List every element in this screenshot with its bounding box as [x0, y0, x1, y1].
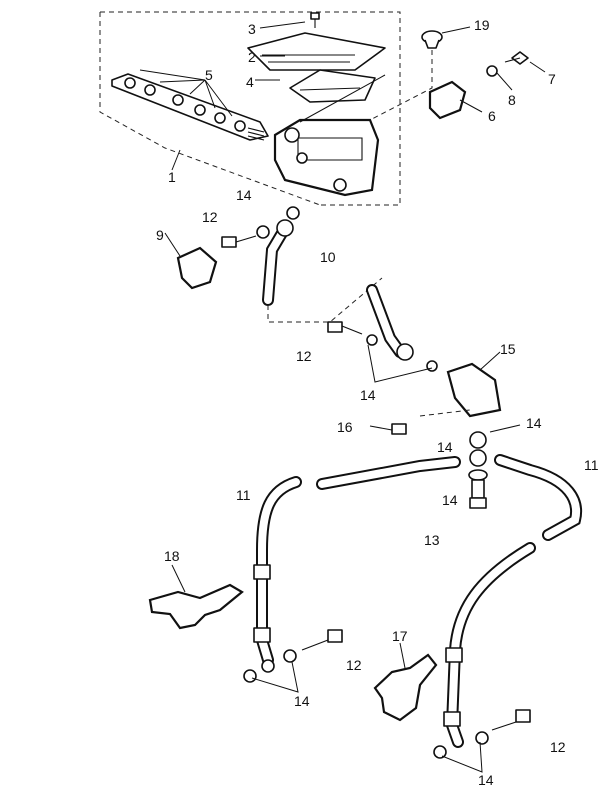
master-cylinder-assembly-box [99, 11, 401, 206]
callout-12a: 12 [202, 209, 218, 225]
callout-4: 4 [246, 74, 254, 90]
part-8-washer [486, 65, 498, 77]
part-17-bracket [373, 653, 438, 722]
callout-18: 18 [164, 548, 180, 564]
callout-14e: 14 [442, 492, 458, 508]
callout-13: 13 [424, 532, 440, 548]
part-5-piston-kit [111, 69, 269, 141]
part-10-upper-hose [256, 206, 300, 306]
callout-14g: 14 [478, 772, 494, 788]
part-12-bolt-middle [327, 321, 378, 346]
callout-2: 2 [248, 49, 256, 65]
callout-5: 5 [205, 67, 213, 83]
part-15-joint [446, 362, 502, 418]
callout-14a: 14 [236, 187, 252, 203]
callout-1: 1 [168, 169, 176, 185]
callout-11a: 11 [236, 487, 251, 503]
callout-6: 6 [488, 108, 496, 124]
callout-19: 19 [474, 17, 490, 33]
callout-12d: 12 [550, 739, 566, 755]
master-cylinder-body [273, 118, 380, 197]
part-12-bolt-upper [221, 235, 257, 248]
part-11-brake-hose-right [443, 454, 582, 748]
part-16-bolt [369, 423, 407, 435]
callout-14c: 14 [526, 415, 542, 431]
callout-9: 9 [156, 227, 164, 243]
brake-union [468, 431, 488, 509]
part-6-holder [428, 80, 467, 120]
part-11-brake-hose-left [253, 456, 461, 673]
callout-12c: 12 [346, 657, 362, 673]
callout-16: 16 [337, 419, 353, 435]
leader-1 [171, 149, 181, 171]
callout-10: 10 [320, 249, 336, 265]
part-18-bracket [148, 583, 244, 630]
hose-segment-middle [366, 284, 414, 361]
part-9-rubber-boot [176, 246, 218, 290]
callout-14f: 14 [294, 693, 310, 709]
callout-14d: 14 [437, 439, 453, 455]
part-2-reservoir-cap [247, 32, 386, 71]
callout-12b: 12 [296, 348, 312, 364]
part-12-bolt-lower-left [301, 629, 343, 651]
callout-14b: 14 [360, 387, 376, 403]
callout-3: 3 [248, 21, 256, 37]
callout-15: 15 [500, 341, 516, 357]
part-19-cap [421, 30, 443, 49]
part-7-bolt [504, 51, 529, 65]
part-4-diaphragm [289, 69, 376, 103]
callout-7: 7 [548, 71, 556, 87]
part-3-screw [310, 12, 320, 28]
callout-11b: 11 [584, 457, 599, 473]
part-12-bolt-lower-right [491, 709, 531, 731]
callout-8: 8 [508, 92, 516, 108]
callout-17: 17 [392, 628, 408, 644]
